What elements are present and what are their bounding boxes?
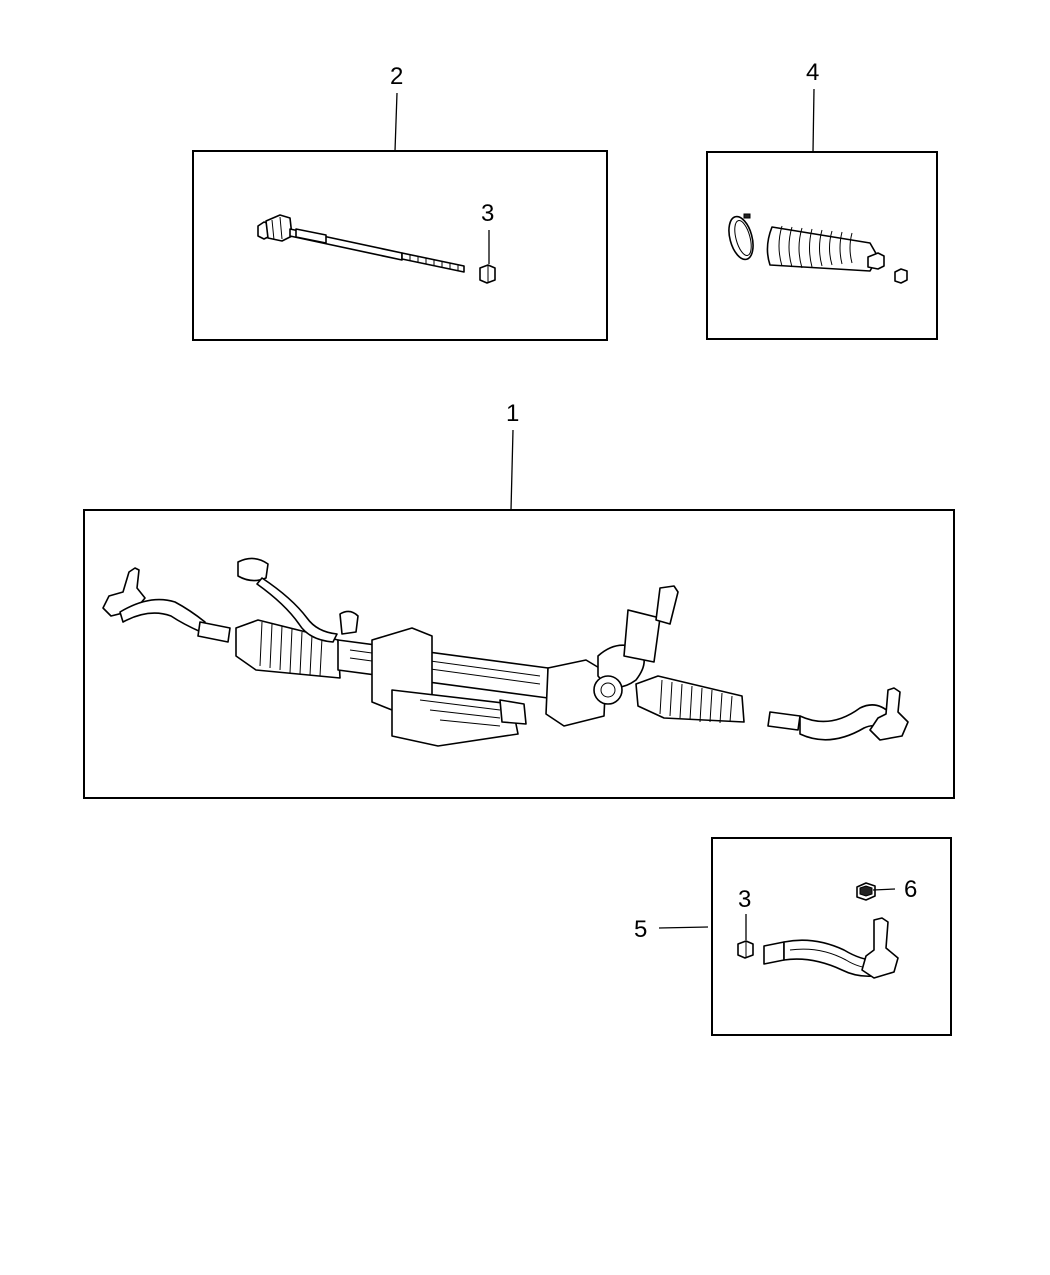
leader-line-1 — [510, 429, 514, 511]
callout-6: 6 — [904, 876, 917, 903]
jam-nut-icon — [479, 230, 496, 284]
panel-4-frame — [706, 151, 938, 340]
panel-1-frame — [83, 509, 955, 799]
leader-line-6 — [872, 888, 896, 891]
panel-steering-gear: 1 — [83, 400, 955, 799]
leader-line-4 — [812, 88, 815, 153]
panel-boot-kit: 4 — [706, 59, 938, 340]
boot-kit-icon — [728, 213, 908, 284]
inner-tie-rod-icon — [257, 214, 465, 273]
panel-2-frame — [192, 150, 608, 341]
steering-gear-rack-icon — [102, 557, 909, 747]
callout-1: 1 — [506, 400, 519, 427]
callout-5: 5 — [634, 916, 647, 943]
nut-icon — [856, 882, 876, 901]
leader-line-2 — [394, 92, 398, 152]
callout-2: 2 — [390, 63, 403, 90]
callout-3-upper: 3 — [481, 200, 494, 227]
panel-outer-tie-rod-end: 5 3 6 — [634, 837, 952, 1036]
panel-inner-tie-rod: 2 3 — [192, 63, 608, 341]
jam-nut-lower-icon — [737, 940, 754, 959]
outer-tie-rod-end-icon — [763, 917, 899, 979]
panel-5-frame — [711, 837, 952, 1036]
callout-3-lower: 3 — [738, 886, 751, 913]
leader-line-5 — [658, 926, 709, 929]
callout-4: 4 — [806, 59, 819, 86]
